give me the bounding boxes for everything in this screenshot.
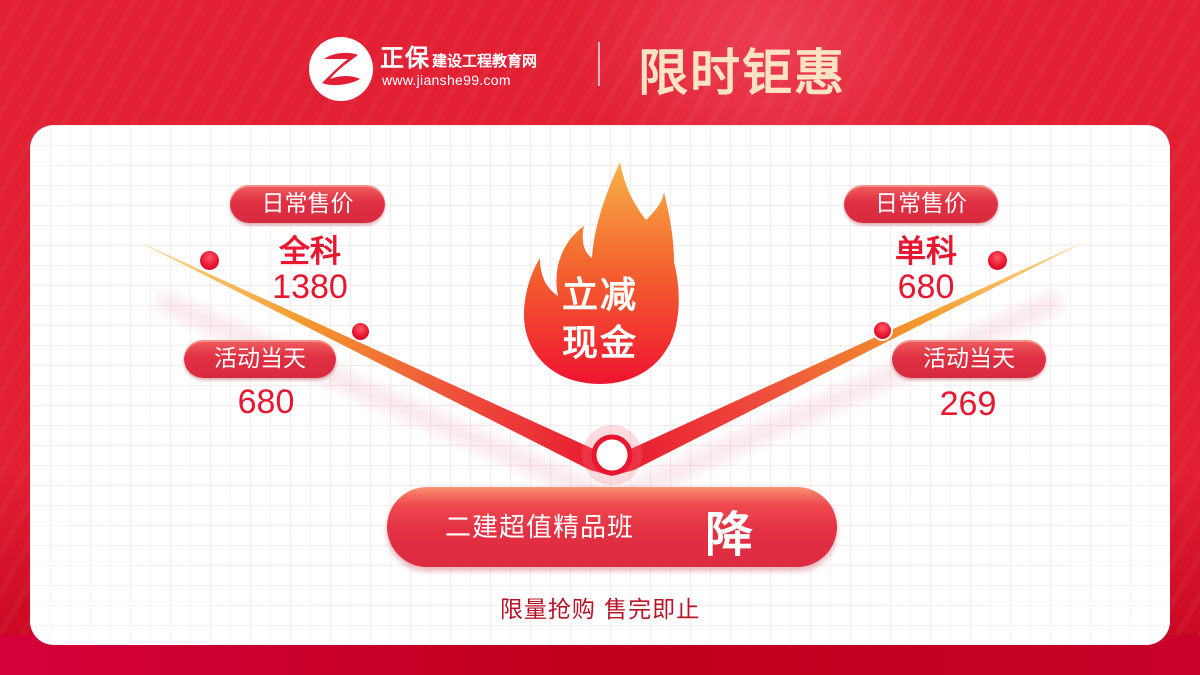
left-event-price: 680 <box>237 383 295 421</box>
right-lower-dot <box>872 320 893 341</box>
limited-stock-note: 限量抢购 售完即止 <box>499 597 701 623</box>
right-regular-price-pill: 日常售价 <box>844 185 998 223</box>
left-regular-price: 1380 <box>272 268 348 306</box>
left-upper-dot <box>200 251 219 270</box>
left-product-label: 全科 <box>279 234 341 270</box>
flame-text-line2: 现金 <box>561 323 638 364</box>
brand-url[interactable]: www.jianshe99.com <box>382 72 511 88</box>
logo[interactable] <box>309 37 373 101</box>
right-event-price: 269 <box>939 385 997 423</box>
right-upper-dot <box>988 251 1007 270</box>
cta-drop-label: 降 <box>705 507 754 563</box>
right-event-price-pill: 活动当天 <box>892 340 1046 378</box>
right-regular-price: 680 <box>897 268 955 306</box>
right-product-label: 单科 <box>895 234 957 270</box>
z-swoosh-logo-icon <box>322 52 360 86</box>
flame-text-line1: 立减 <box>561 275 638 316</box>
page-title: 限时钜惠 <box>638 44 846 102</box>
flame-badge: 立减 现金 <box>518 158 682 388</box>
flame-icon <box>523 162 679 384</box>
left-regular-price-pill: 日常售价 <box>230 185 385 223</box>
brand-sub: 建设工程教育网 <box>432 52 538 70</box>
brand-name: 正保 建设工程教育网 <box>380 38 537 73</box>
header-divider <box>598 42 600 86</box>
brand-main: 正保 <box>380 44 430 72</box>
cta-price-drop-button[interactable]: 二建超值精品班 降 <box>387 487 837 567</box>
header: 正保 建设工程教育网 www.jianshe99.com 限时钜惠 <box>0 30 1200 102</box>
left-lower-dot <box>350 321 371 342</box>
left-event-price-pill: 活动当天 <box>184 340 336 378</box>
cta-label: 二建超值精品班 <box>445 513 635 543</box>
